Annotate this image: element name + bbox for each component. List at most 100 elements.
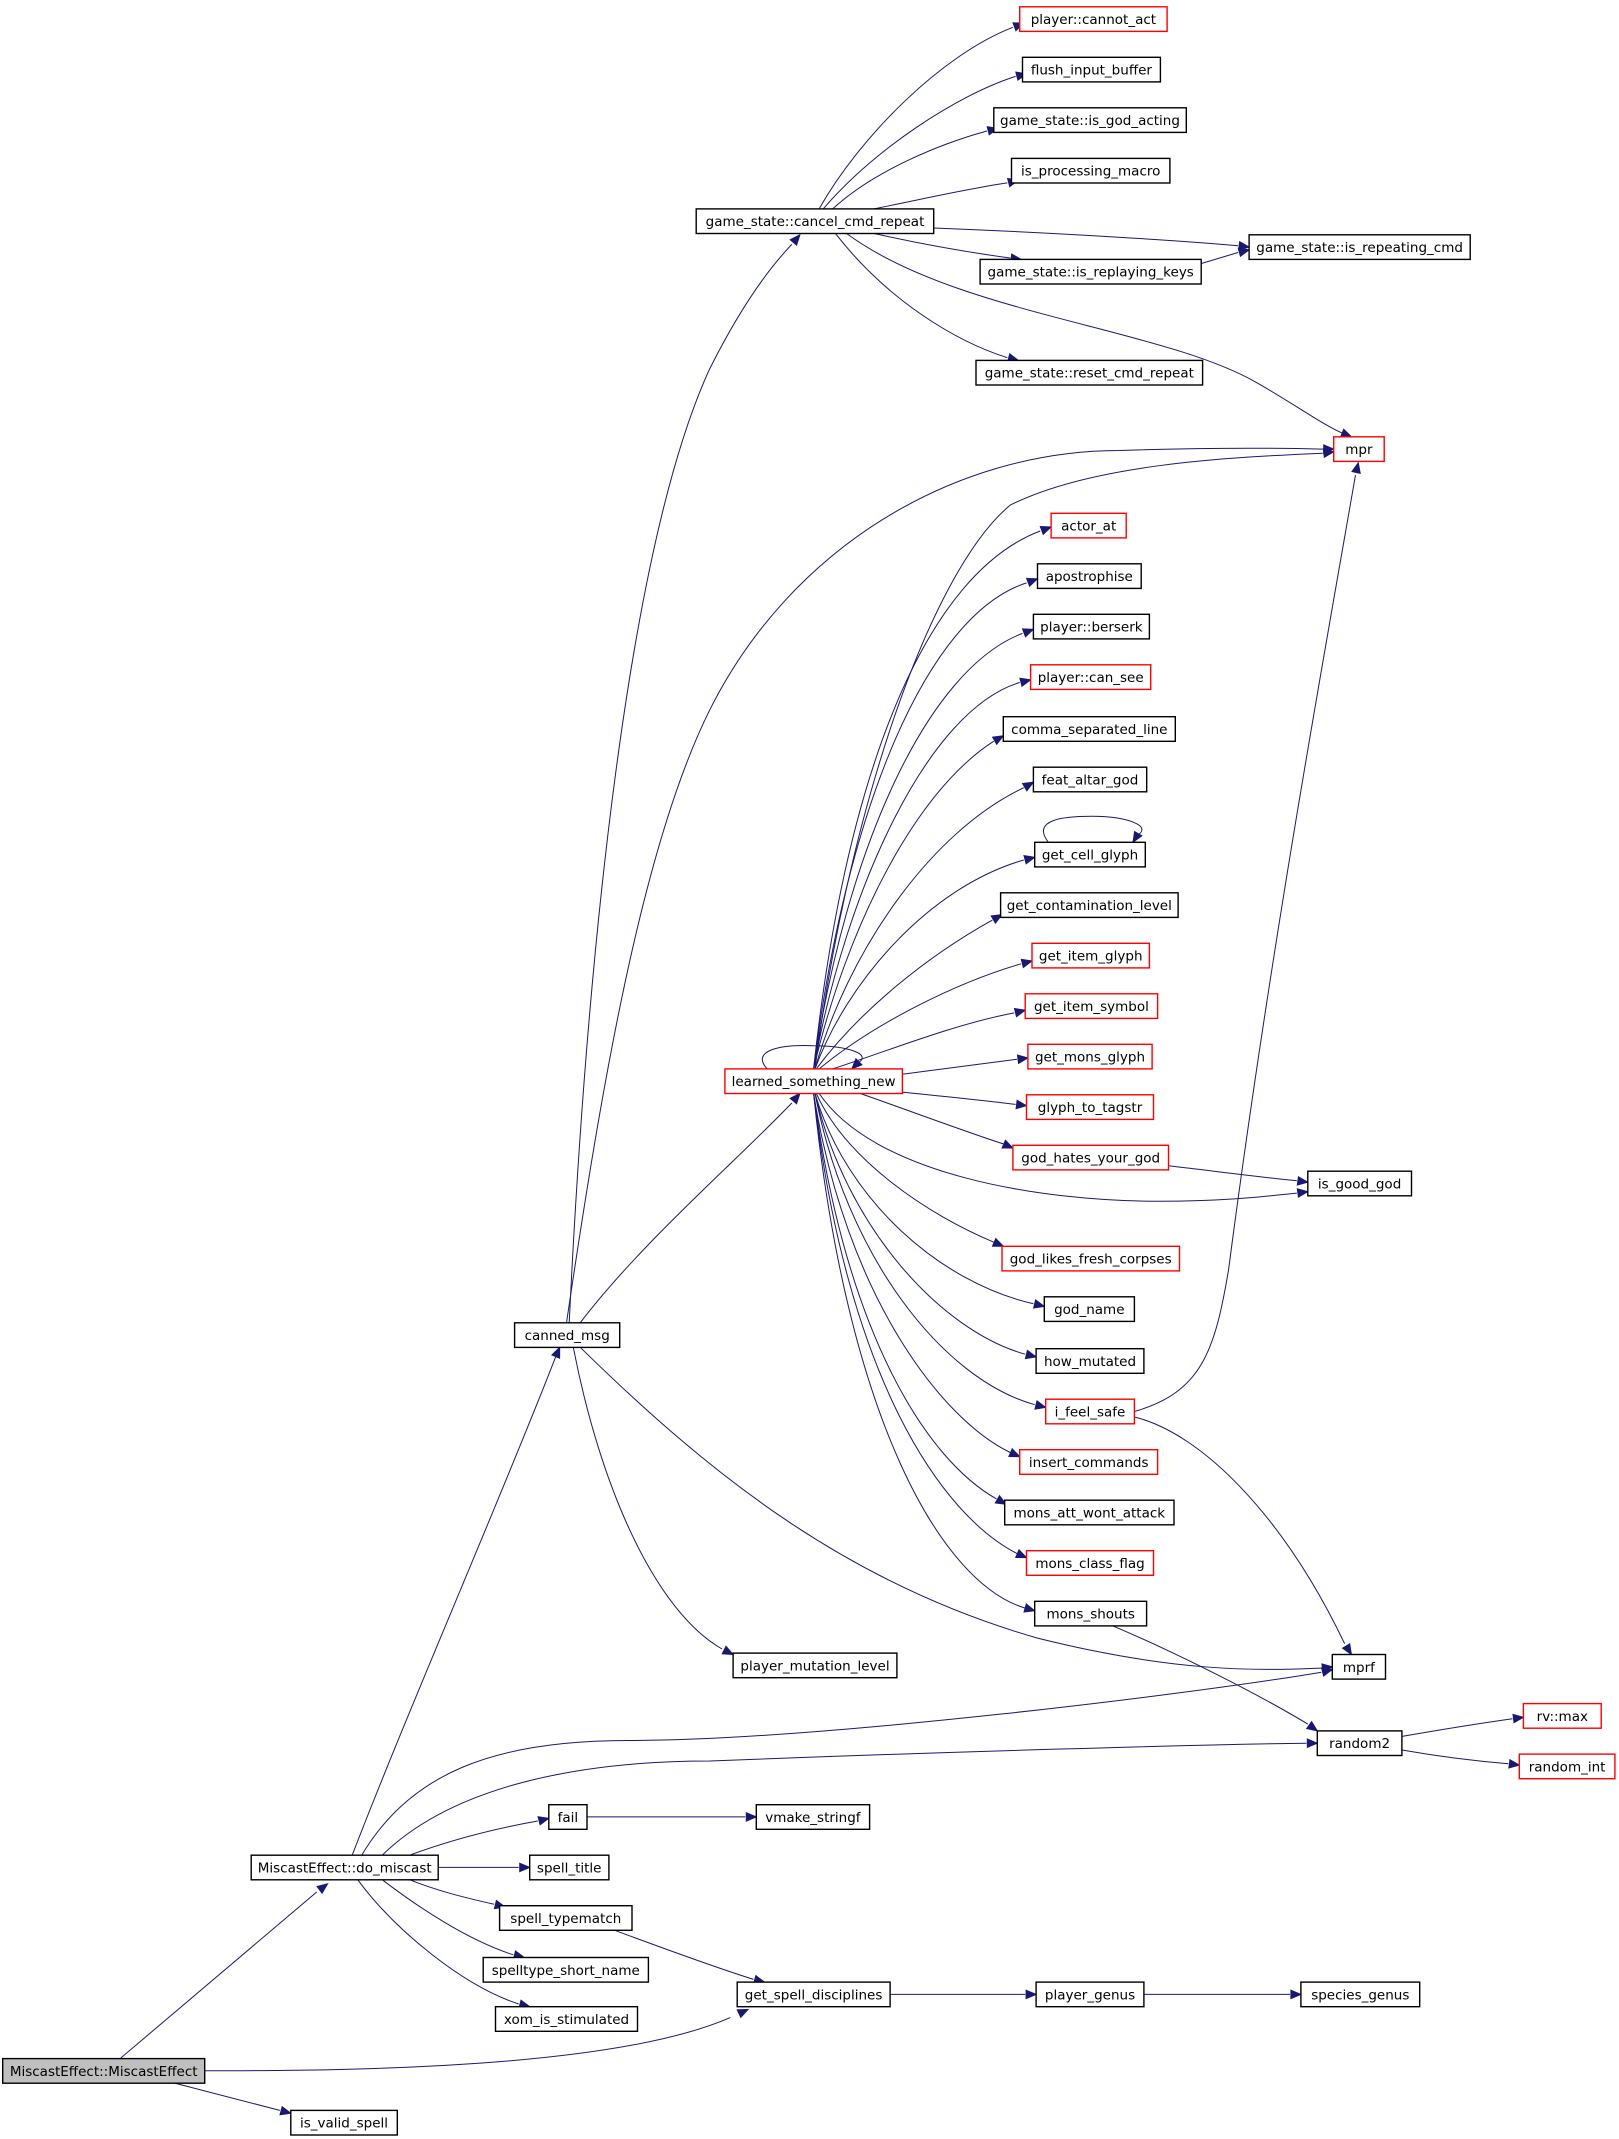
node-canned-msg[interactable]: canned_msg bbox=[513, 1322, 621, 1349]
node-get-spell-disciplines[interactable]: get_spell_disciplines bbox=[736, 1981, 891, 2008]
edge-learned_something_new-to-get_cell_glyph bbox=[814, 854, 1036, 1070]
edge-canned_msg-to-cancel_cmd_repeat bbox=[568, 233, 801, 1323]
edge-do_miscast-to-xom_is_stimulated bbox=[357, 1879, 531, 2009]
node-mprf[interactable]: mprf bbox=[1331, 1653, 1387, 1680]
node-label: feat_altar_god bbox=[1042, 773, 1139, 789]
node-how-mutated[interactable]: how_mutated bbox=[1035, 1347, 1145, 1374]
node-is-processing-macro[interactable]: is_processing_macro bbox=[1010, 157, 1171, 184]
node-label: is_processing_macro bbox=[1021, 164, 1160, 180]
edge-learned_something_new-to-god_likes_fresh_corpses bbox=[815, 1093, 1005, 1247]
node-label: is_good_god bbox=[1318, 1177, 1401, 1193]
node-learned-something-new[interactable]: learned_something_new bbox=[724, 1068, 904, 1095]
node-label: player_genus bbox=[1045, 1987, 1135, 2003]
edge-do_miscast-to-spell_title bbox=[438, 1862, 531, 1873]
edge-do_miscast-to-spell_typematch bbox=[409, 1879, 507, 1910]
node-is-good-god[interactable]: is_good_god bbox=[1307, 1170, 1413, 1197]
node-get-contamination-level[interactable]: get_contamination_level bbox=[999, 892, 1179, 919]
node-spelltype-short-name[interactable]: spelltype_short_name bbox=[482, 1956, 650, 1983]
node-flush-input-buffer[interactable]: flush_input_buffer bbox=[1021, 56, 1162, 83]
node-species-genus[interactable]: species_genus bbox=[1300, 1981, 1421, 2008]
edge-canned_msg-to-player_mutation_level bbox=[572, 1347, 735, 1656]
node-i-feel-safe[interactable]: i_feel_safe bbox=[1044, 1398, 1136, 1425]
node-label: flush_input_buffer bbox=[1031, 63, 1153, 79]
edge-cancel_cmd_repeat-to-is_processing_macro bbox=[873, 177, 1020, 210]
node-vmake-stringf[interactable]: vmake_stringf bbox=[755, 1803, 871, 1830]
node-can-see[interactable]: player::can_see bbox=[1029, 664, 1152, 691]
edge-get_cell_glyph-to-get_cell_glyph bbox=[1042, 815, 1143, 844]
edge-learned_something_new-to-can_see bbox=[813, 677, 1032, 1069]
node-get-mons-glyph[interactable]: get_mons_glyph bbox=[1027, 1043, 1153, 1070]
node-cannot-act[interactable]: player::cannot_act bbox=[1019, 6, 1168, 33]
node-is-valid-spell[interactable]: is_valid_spell bbox=[290, 2109, 398, 2136]
node-is-replaying-keys[interactable]: game_state::is_replaying_keys bbox=[979, 258, 1202, 285]
node-get-item-symbol[interactable]: get_item_symbol bbox=[1024, 993, 1159, 1020]
node-is-god-acting[interactable]: game_state::is_god_acting bbox=[993, 107, 1187, 134]
edge-learned_something_new-to-get_item_glyph bbox=[818, 958, 1034, 1070]
node-mons-class-flag[interactable]: mons_class_flag bbox=[1025, 1549, 1155, 1576]
edge-god_hates_your_god-to-is_good_god bbox=[1168, 1165, 1310, 1186]
node-label: vmake_stringf bbox=[765, 1810, 862, 1826]
node-glyph-to-tagstr[interactable]: glyph_to_tagstr bbox=[1025, 1094, 1155, 1121]
node-comma-separated-line[interactable]: comma_separated_line bbox=[1002, 716, 1176, 743]
edge-get_spell_disciplines-to-player_genus bbox=[890, 1989, 1038, 2000]
node-mons-shouts[interactable]: mons_shouts bbox=[1033, 1600, 1148, 1627]
nodes-layer: MiscastEffect::MiscastEffect MiscastEffec… bbox=[2, 6, 1616, 2136]
edge-mons_shouts-to-random2 bbox=[1112, 1625, 1319, 1732]
node-mpr[interactable]: mpr bbox=[1332, 436, 1385, 463]
node-spell-typematch[interactable]: spell_typematch bbox=[498, 1904, 633, 1931]
node-label: MiscastEffect::MiscastEffect bbox=[10, 2064, 198, 2080]
edge-cancel_cmd_repeat-to-reset_cmd_repeat bbox=[835, 233, 1020, 363]
edge-canned_msg-to-mpr bbox=[566, 444, 1335, 1323]
node-root[interactable]: MiscastEffect::MiscastEffect bbox=[2, 2057, 206, 2084]
node-label: player::berserk bbox=[1040, 620, 1143, 636]
node-label: get_contamination_level bbox=[1007, 898, 1172, 914]
node-random2[interactable]: random2 bbox=[1316, 1730, 1403, 1757]
node-reset-cmd-repeat[interactable]: game_state::reset_cmd_repeat bbox=[975, 359, 1204, 386]
edge-learned_something_new-to-mons_att_wont_attack bbox=[813, 1093, 1008, 1505]
node-get-cell-glyph[interactable]: get_cell_glyph bbox=[1033, 841, 1146, 868]
node-random-int[interactable]: random_int bbox=[1518, 1753, 1616, 1780]
node-actor-at[interactable]: actor_at bbox=[1050, 512, 1127, 539]
node-label: get_cell_glyph bbox=[1042, 848, 1138, 864]
node-fail[interactable]: fail bbox=[548, 1803, 588, 1830]
edge-learned_something_new-to-how_mutated bbox=[814, 1093, 1038, 1360]
node-label: player::cannot_act bbox=[1031, 12, 1156, 28]
edge-do_miscast-to-canned_msg bbox=[351, 1346, 561, 1856]
node-do-miscast[interactable]: MiscastEffect::do_miscast bbox=[250, 1854, 439, 1881]
edge-cancel_cmd_repeat-to-is_repeating_cmd bbox=[933, 227, 1251, 251]
node-insert-commands[interactable]: insert_commands bbox=[1019, 1448, 1159, 1475]
node-label: spell_typematch bbox=[510, 1911, 621, 1927]
node-god-name[interactable]: god_name bbox=[1043, 1296, 1136, 1323]
node-feat-altar-god[interactable]: feat_altar_god bbox=[1032, 766, 1148, 793]
node-xom-is-stimulated[interactable]: xom_is_stimulated bbox=[494, 2005, 639, 2032]
node-mons-att-wont-attack[interactable]: mons_att_wont_attack bbox=[1004, 1499, 1175, 1526]
node-label: species_genus bbox=[1311, 1987, 1409, 2003]
node-label: spelltype_short_name bbox=[492, 1963, 640, 1979]
node-label: mpr bbox=[1345, 442, 1373, 458]
node-player-mutation-level[interactable]: player_mutation_level bbox=[732, 1652, 898, 1679]
node-cancel-cmd-repeat[interactable]: game_state::cancel_cmd_repeat bbox=[695, 208, 935, 235]
node-is-repeating-cmd[interactable]: game_state::is_repeating_cmd bbox=[1248, 234, 1471, 261]
node-label: MiscastEffect::do_miscast bbox=[258, 1860, 432, 1876]
node-get-item-glyph[interactable]: get_item_glyph bbox=[1031, 942, 1151, 969]
node-label: rv::max bbox=[1537, 1709, 1588, 1725]
edge-is_replaying_keys-to-is_repeating_cmd bbox=[1201, 247, 1251, 264]
node-player-genus[interactable]: player_genus bbox=[1035, 1981, 1145, 2008]
edge-root-to-do_miscast bbox=[119, 1883, 329, 2059]
node-label: get_mons_glyph bbox=[1035, 1050, 1145, 1066]
node-god-hates-your-god[interactable]: god_hates_your_god bbox=[1012, 1144, 1170, 1171]
node-label: comma_separated_line bbox=[1011, 722, 1167, 738]
edge-i_feel_safe-to-mprf bbox=[1134, 1416, 1353, 1656]
node-label: fail bbox=[558, 1810, 579, 1826]
node-spell-title[interactable]: spell_title bbox=[529, 1854, 610, 1881]
node-apostrophise[interactable]: apostrophise bbox=[1036, 563, 1142, 590]
node-label: xom_is_stimulated bbox=[504, 2012, 629, 2028]
edge-learned_something_new-to-get_item_symbol bbox=[832, 1007, 1027, 1070]
edge-learned_something_new-to-berserk bbox=[813, 628, 1035, 1069]
node-rv-max[interactable]: rv::max bbox=[1522, 1702, 1602, 1729]
node-god-likes-fresh-corpses[interactable]: god_likes_fresh_corpses bbox=[1001, 1245, 1181, 1272]
edge-learned_something_new-to-i_feel_safe bbox=[814, 1093, 1047, 1410]
node-berserk[interactable]: player::berserk bbox=[1032, 613, 1151, 640]
node-label: canned_msg bbox=[525, 1328, 610, 1344]
